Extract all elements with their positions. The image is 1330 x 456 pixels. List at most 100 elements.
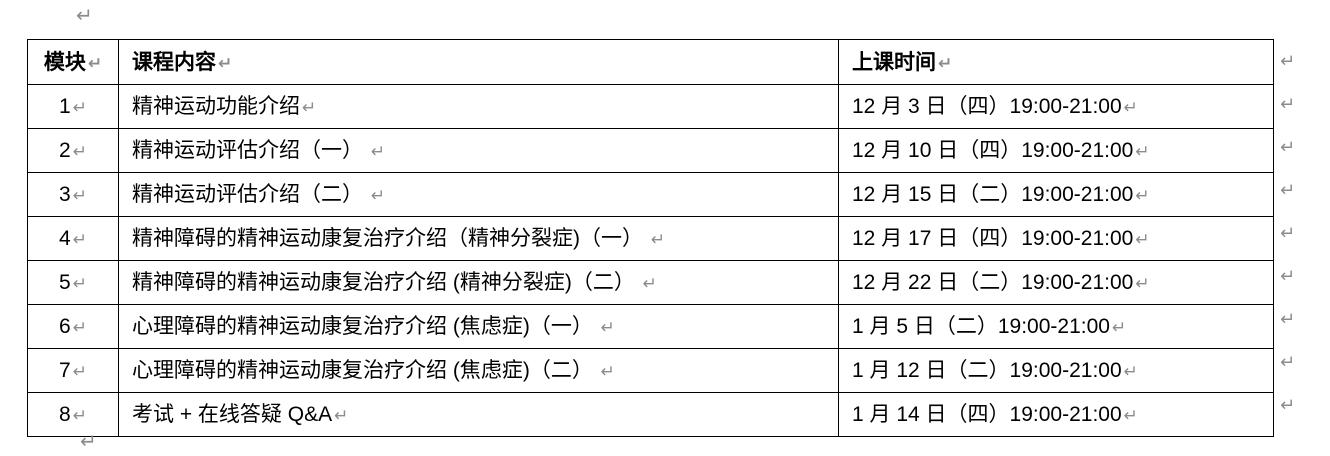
cell-time-text: 12 月 15 日（二）19:00-21:00: [852, 183, 1134, 206]
cell-module[interactable]: 5↵: [27, 260, 119, 305]
row-end-mark-icon: ↵: [1280, 309, 1296, 329]
cell-end-mark-icon: ↵: [72, 362, 87, 381]
cell-end-mark-icon: ↵: [1135, 142, 1150, 161]
cell-end-mark-icon: ↵: [218, 53, 233, 73]
cell-time[interactable]: 1 月 12 日（二）19:00-21:00↵: [838, 348, 1274, 393]
cell-time-text: 12 月 22 日（二）19:00-21:00: [852, 271, 1134, 294]
cell-time[interactable]: 1 月 5 日（二）19:00-21:00↵: [838, 304, 1274, 349]
cell-module[interactable]: 1↵: [27, 84, 119, 129]
cell-end-mark-icon: ↵: [72, 98, 87, 117]
cell-content[interactable]: 精神障碍的精神运动康复治疗介绍（精神分裂症)（一） ↵: [118, 216, 839, 261]
cell-content-text: 心理障碍的精神运动康复治疗介绍 (焦虑症)（一）: [132, 315, 599, 338]
row-end-mark-icon: ↵: [1280, 395, 1296, 415]
cell-end-mark-icon: ↵: [1123, 406, 1138, 425]
header-time[interactable]: 上课时间↵: [838, 39, 1274, 85]
cell-end-mark-icon: ↵: [72, 274, 87, 293]
cell-module[interactable]: 2↵: [27, 128, 119, 173]
cell-content[interactable]: 精神障碍的精神运动康复治疗介绍 (精神分裂症)（二） ↵: [118, 260, 839, 305]
cell-end-mark-icon: ↵: [370, 186, 386, 205]
cell-content[interactable]: 心理障碍的精神运动康复治疗介绍 (焦虑症)（一） ↵: [118, 304, 839, 349]
row-end-mark-icon: ↵: [1280, 223, 1296, 243]
table-row: 7↵心理障碍的精神运动康复治疗介绍 (焦虑症)（二） ↵1 月 12 日（二）1…: [27, 348, 1274, 393]
cell-end-mark-icon: ↵: [72, 318, 87, 337]
cell-end-mark-icon: ↵: [650, 230, 666, 249]
cell-end-mark-icon: ↵: [642, 274, 657, 293]
row-end-mark-icon: ↵: [1280, 352, 1296, 372]
cell-content-text: 心理障碍的精神运动康复治疗介绍 (焦虑症)（二）: [132, 359, 599, 382]
cell-end-mark-icon: ↵: [600, 318, 615, 337]
cell-end-mark-icon: ↵: [1111, 318, 1127, 337]
cell-module-text: 1: [59, 95, 71, 118]
cell-content-text: 精神障碍的精神运动康复治疗介绍（精神分裂症)（一）: [132, 227, 649, 250]
cell-content[interactable]: 考试 + 在线答疑 Q&A↵: [118, 392, 839, 437]
row-end-mark-icon: ↵: [1280, 94, 1296, 114]
cell-module-text: 4: [59, 227, 71, 250]
cell-module-text: 8: [59, 403, 71, 426]
cell-module-text: 6: [59, 315, 71, 338]
table-row: 2↵精神运动评估介绍（一） ↵12 月 10 日（四）19:00-21:00↵: [27, 128, 1274, 173]
table-row: 8↵考试 + 在线答疑 Q&A↵1 月 14 日（四）19:00-21:00↵: [27, 392, 1274, 437]
table-header-row: 模块↵ 课程内容↵ 上课时间↵: [27, 39, 1274, 85]
cell-time[interactable]: 12 月 3 日（四）19:00-21:00↵: [838, 84, 1274, 129]
cell-time[interactable]: 12 月 17 日（四）19:00-21:00↵: [838, 216, 1274, 261]
cell-end-mark-icon: ↵: [72, 186, 87, 205]
cell-module-text: 5: [59, 271, 71, 294]
cell-time[interactable]: 12 月 10 日（四）19:00-21:00↵: [838, 128, 1274, 173]
row-end-marks: ↵ ↵ ↵ ↵ ↵ ↵ ↵ ↵ ↵: [1280, 39, 1295, 427]
cell-time-text: 12 月 3 日（四）19:00-21:00: [852, 95, 1122, 118]
cell-end-mark-icon: ↵: [938, 53, 953, 73]
cell-end-mark-icon: ↵: [1123, 98, 1138, 117]
cell-content[interactable]: 精神运动功能介绍↵: [118, 84, 839, 129]
cell-module-text: 3: [59, 183, 71, 206]
row-end-mark-icon: ↵: [1280, 266, 1296, 286]
cell-module[interactable]: 4↵: [27, 216, 119, 261]
table-row: 5↵精神障碍的精神运动康复治疗介绍 (精神分裂症)（二） ↵12 月 22 日（…: [27, 260, 1274, 305]
cell-end-mark-icon: ↵: [1135, 274, 1150, 293]
cell-end-mark-icon: ↵: [1123, 362, 1138, 381]
header-content-label: 课程内容: [132, 50, 216, 74]
cell-time[interactable]: 12 月 22 日（二）19:00-21:00↵: [838, 260, 1274, 305]
cell-time-text: 1 月 5 日（二）19:00-21:00: [852, 315, 1110, 338]
cell-content-text: 考试 + 在线答疑 Q&A: [132, 403, 333, 426]
cell-content-text: 精神运动评估介绍（二）: [132, 183, 369, 206]
cell-time-text: 12 月 17 日（四）19:00-21:00: [852, 227, 1134, 250]
header-time-label: 上课时间: [852, 50, 936, 74]
row-end-mark-icon: ↵: [1280, 50, 1296, 71]
cell-module[interactable]: 7↵: [27, 348, 119, 393]
table-row: 4↵精神障碍的精神运动康复治疗介绍（精神分裂症)（一） ↵12 月 17 日（四…: [27, 216, 1274, 261]
table-row: 3↵精神运动评估介绍（二） ↵12 月 15 日（二）19:00-21:00↵: [27, 172, 1274, 217]
cell-end-mark-icon: ↵: [600, 362, 615, 381]
cell-module-text: 7: [59, 359, 71, 382]
cell-content[interactable]: 精神运动评估介绍（二） ↵: [118, 172, 839, 217]
cell-end-mark-icon: ↵: [1135, 230, 1150, 249]
cell-module-text: 2: [59, 139, 71, 162]
cell-end-mark-icon: ↵: [370, 142, 386, 161]
cell-time-text: 12 月 10 日（四）19:00-21:00: [852, 139, 1134, 162]
header-content[interactable]: 课程内容↵: [118, 39, 839, 85]
row-end-mark-icon: ↵: [1280, 180, 1296, 200]
table-row: 1↵精神运动功能介绍↵12 月 3 日（四）19:00-21:00↵: [27, 84, 1274, 129]
cell-end-mark-icon: ↵: [87, 53, 103, 73]
header-module-label: 模块: [43, 50, 86, 74]
table-body: 1↵精神运动功能介绍↵12 月 3 日（四）19:00-21:00↵2↵精神运动…: [27, 84, 1274, 437]
cell-time[interactable]: 12 月 15 日（二）19:00-21:00↵: [838, 172, 1274, 217]
paragraph-mark-icon: ↵: [80, 431, 97, 453]
cell-time-text: 1 月 14 日（四）19:00-21:00: [852, 403, 1122, 426]
course-schedule-table: 模块↵ 课程内容↵ 上课时间↵ 1↵精神运动功能介绍↵12 月 3 日（四）19…: [27, 39, 1274, 437]
cell-time[interactable]: 1 月 14 日（四）19:00-21:00↵: [838, 392, 1274, 437]
cell-content[interactable]: 心理障碍的精神运动康复治疗介绍 (焦虑症)（二） ↵: [118, 348, 839, 393]
cell-module[interactable]: 6↵: [27, 304, 119, 349]
cell-end-mark-icon: ↵: [72, 406, 87, 425]
cell-end-mark-icon: ↵: [1135, 186, 1150, 205]
cell-content-text: 精神运动评估介绍（一）: [132, 139, 369, 162]
cell-module[interactable]: 3↵: [27, 172, 119, 217]
cell-content[interactable]: 精神运动评估介绍（一） ↵: [118, 128, 839, 173]
table-row: 6↵心理障碍的精神运动康复治疗介绍 (焦虑症)（一） ↵1 月 5 日（二）19…: [27, 304, 1274, 349]
cell-module[interactable]: 8↵: [27, 392, 119, 437]
header-module[interactable]: 模块↵: [27, 39, 119, 85]
cell-end-mark-icon: ↵: [72, 142, 87, 161]
cell-end-mark-icon: ↵: [334, 406, 349, 425]
cell-time-text: 1 月 12 日（二）19:00-21:00: [852, 359, 1122, 382]
row-end-mark-icon: ↵: [1280, 137, 1296, 157]
